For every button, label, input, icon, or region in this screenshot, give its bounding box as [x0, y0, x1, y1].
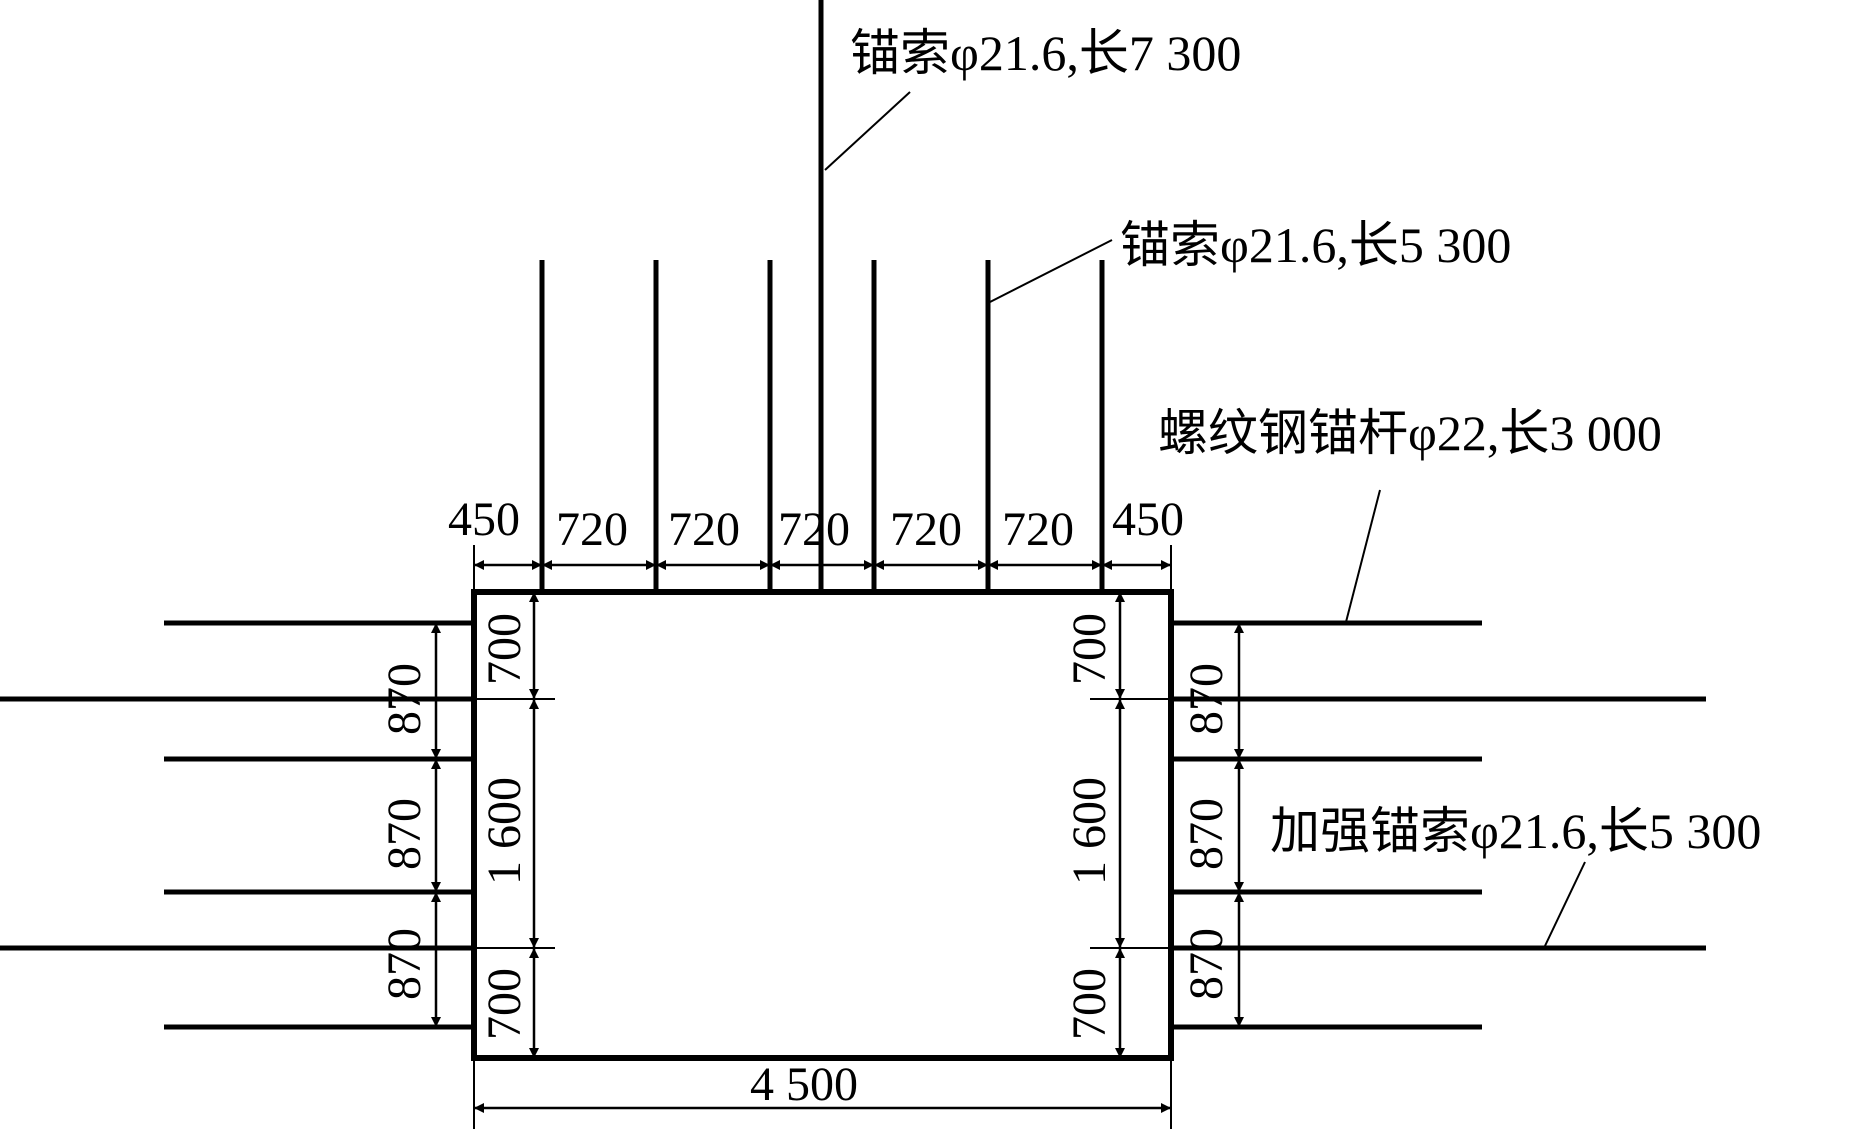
top-dim-4: 720	[890, 503, 962, 556]
extension-lines	[473, 545, 1172, 1129]
long-cable-label: 锚索φ21.6,长7 300	[850, 25, 1241, 81]
top-dim-1: 720	[556, 503, 628, 556]
right-inner-dim-1: 1 600	[1063, 777, 1116, 885]
left-outer-dim-2: 870	[378, 928, 431, 1000]
left-outer-dim-1: 870	[378, 798, 431, 870]
top-dim-3: 720	[778, 503, 850, 556]
right-inner-dim-0: 700	[1063, 613, 1116, 685]
top-dim-6: 450	[1112, 493, 1184, 546]
left-outer-dim-0: 870	[378, 663, 431, 735]
right-outer-dim-0: 870	[1180, 663, 1233, 735]
top-dim-5: 720	[1002, 503, 1074, 556]
top-dim-2: 720	[668, 503, 740, 556]
left-inner-dim-2: 700	[478, 968, 531, 1040]
top-dim-0: 450	[448, 493, 520, 546]
roof-cables	[539, 260, 1105, 592]
reinforce-cable-label: 加强锚索φ21.6,长5 300	[1270, 803, 1761, 859]
leader-lines	[824, 91, 1586, 949]
left-inner-dim-1: 1 600	[478, 777, 531, 885]
roof-cable-label: 锚索φ21.6,长5 300	[1120, 217, 1511, 273]
left-inner-dim-0: 700	[478, 613, 531, 685]
right-inner-dim-2: 700	[1063, 968, 1116, 1040]
right-rib-bolts	[1171, 620, 1706, 1030]
rebar-bolt-label: 螺纹钢锚杆φ22,长3 000	[1158, 405, 1662, 461]
right-outer-dim-1: 870	[1180, 798, 1233, 870]
right-outer-dim-2: 870	[1180, 928, 1233, 1000]
width-dimension: 4 500	[750, 1058, 858, 1111]
left-rib-bolts	[0, 620, 474, 1030]
